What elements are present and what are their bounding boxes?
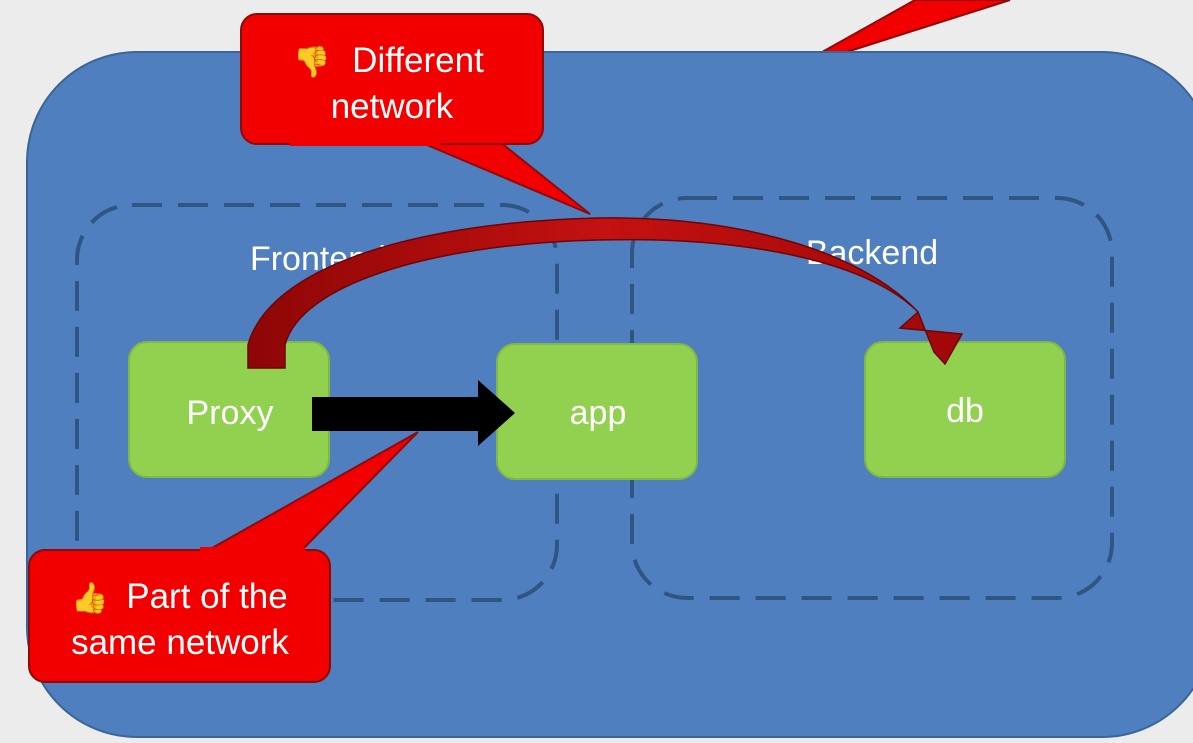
thumbs-up-icon: 👍 (71, 580, 108, 616)
different-network-line2: network (331, 87, 454, 126)
different-network-line1: Different (352, 41, 484, 80)
service-app: app (496, 343, 698, 480)
same-network-line2: same network (71, 623, 289, 662)
thumbs-down-icon: 👎 (293, 45, 330, 80)
proxy-to-app-arrow (312, 380, 515, 446)
same-network-line1: Part of the (126, 577, 287, 616)
app-label: app (570, 394, 627, 432)
proxy-label: Proxy (187, 394, 274, 432)
backend-network-label: Backend (806, 234, 938, 272)
proxy-to-db-curved-arrow (247, 217, 964, 369)
same-network-callout: 👍 Part of the same network (28, 431, 419, 683)
service-db: db (864, 341, 1066, 478)
different-network-callout: 👎 Different network (240, 13, 591, 215)
same-network-callout-box (28, 549, 331, 683)
db-label: db (946, 392, 984, 430)
db-box (864, 341, 1066, 478)
service-proxy: Proxy (128, 341, 330, 478)
